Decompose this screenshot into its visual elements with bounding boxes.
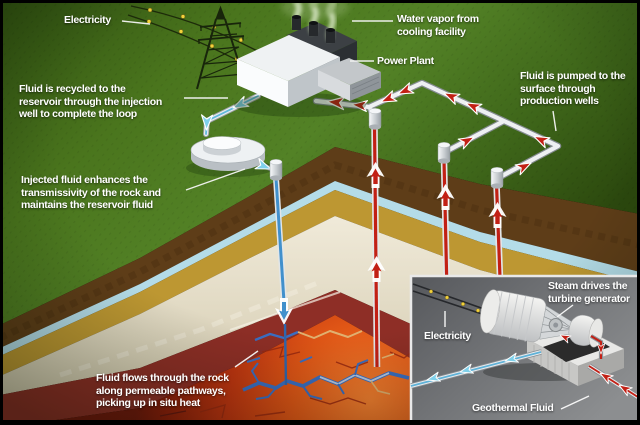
label-line: turbine generator [548, 292, 630, 305]
label-line: Water vapor from [397, 13, 479, 25]
leader-electricity [121, 20, 151, 25]
label-steam-drives: Steam drives the turbine generator [548, 280, 630, 305]
leader-fluid-pumped [552, 110, 557, 132]
label-leader-lines [121, 20, 557, 368]
leader-fluid-flows [234, 350, 259, 368]
label-line: Fluid is pumped to the [520, 70, 626, 82]
leader-geothermal-fluid [560, 395, 590, 410]
inset-geothermal-pipe-in [587, 363, 640, 402]
inset-electricity-dots [429, 289, 481, 313]
label-line: production wells [520, 95, 599, 107]
turbine-inset [409, 274, 640, 425]
label-line: Fluid flows through the rock [96, 372, 229, 384]
label-power-plant: Power Plant [377, 55, 434, 67]
label-line: picking up in situ heat [96, 397, 200, 409]
label-inset-electricity: Electricity [424, 330, 471, 342]
label-line: Fluid is recycled to the [19, 83, 126, 95]
label-line: reservoir through the injection [19, 95, 162, 108]
label-line: cooling facility [397, 25, 466, 38]
label-electricity: Electricity [64, 14, 111, 26]
label-line: Steam drives the [548, 280, 628, 292]
label-fluid-flows: Fluid flows through the rock along perme… [96, 372, 229, 410]
label-water-vapor: Water vapor from cooling facility [397, 13, 479, 38]
label-line: surface through [520, 82, 596, 95]
leader-injected-fluid [185, 168, 246, 191]
inset-border [409, 274, 640, 425]
label-geothermal-fluid: Geothermal Fluid [472, 402, 554, 414]
leader-steam-drives [556, 304, 574, 318]
label-line: Injected fluid enhances the [21, 174, 148, 186]
label-line: well to complete the loop [19, 108, 137, 120]
label-line: along permeable pathways, [96, 384, 226, 397]
label-line: transmissivity of the rock and [21, 186, 161, 199]
label-line: maintains the reservoir fluid [21, 199, 153, 211]
inset-leader-lines [444, 304, 590, 410]
label-fluid-pumped: Fluid is pumped to the surface through p… [520, 70, 626, 108]
label-fluid-recycled: Fluid is recycled to the reservoir throu… [19, 83, 162, 121]
label-injected-fluid: Injected fluid enhances the transmissivi… [21, 174, 161, 212]
